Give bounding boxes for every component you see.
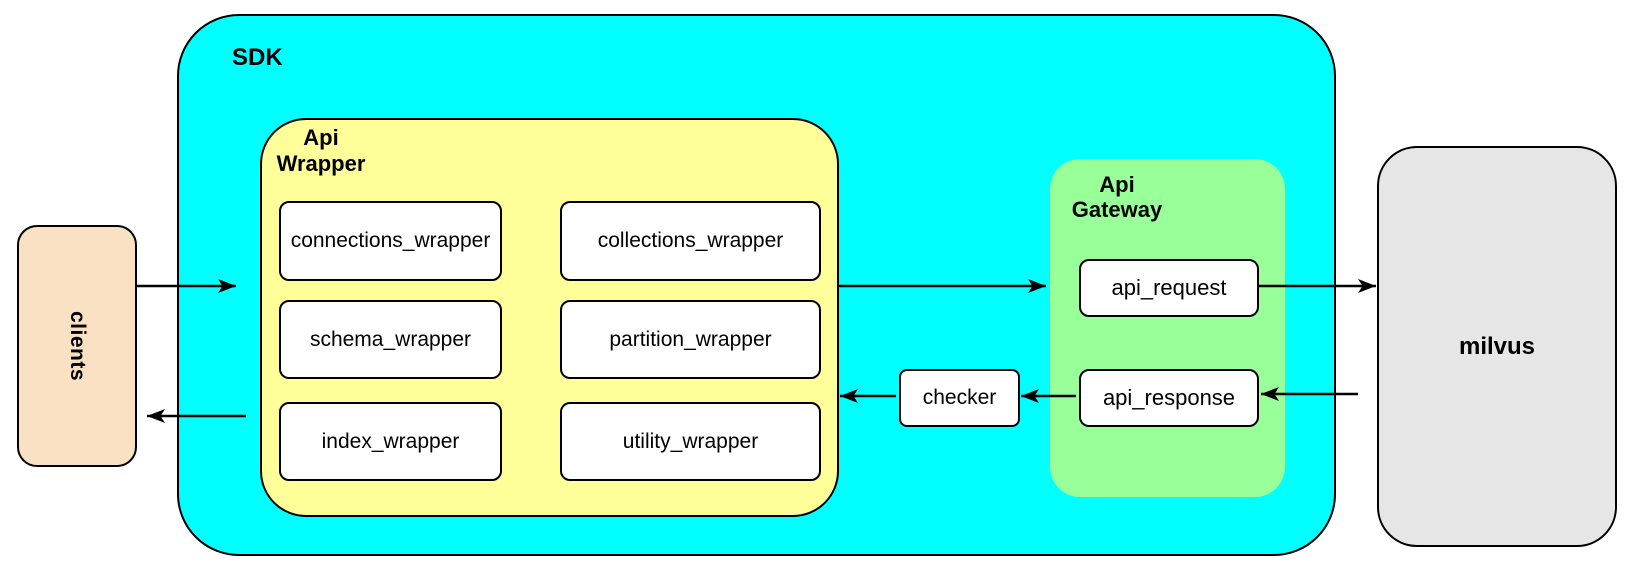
checker-node: checker (899, 369, 1020, 427)
connections-wrapper-node: connections_wrapper (279, 201, 502, 281)
sdk-container: SDK Api Wrapper connections_wrapper coll… (177, 14, 1336, 556)
index-wrapper-node: index_wrapper (279, 402, 502, 481)
api-wrapper-container: Api Wrapper connections_wrapper collecti… (260, 118, 839, 517)
milvus-node: milvus (1377, 146, 1617, 547)
partition-wrapper-node: partition_wrapper (560, 300, 821, 379)
sdk-label: SDK (232, 44, 283, 71)
collections-wrapper-node: collections_wrapper (560, 201, 821, 281)
api-response-node: api_response (1079, 369, 1259, 427)
utility-wrapper-node: utility_wrapper (560, 402, 821, 481)
clients-node: clients (17, 225, 137, 467)
api-gateway-container: Api Gateway api_request api_response (1050, 159, 1285, 497)
api-gateway-label: Api Gateway (1071, 172, 1163, 222)
clients-label: clients (66, 310, 89, 382)
schema-wrapper-node: schema_wrapper (279, 300, 502, 379)
api-request-node: api_request (1079, 259, 1259, 317)
api-wrapper-label: Api Wrapper (276, 125, 366, 176)
